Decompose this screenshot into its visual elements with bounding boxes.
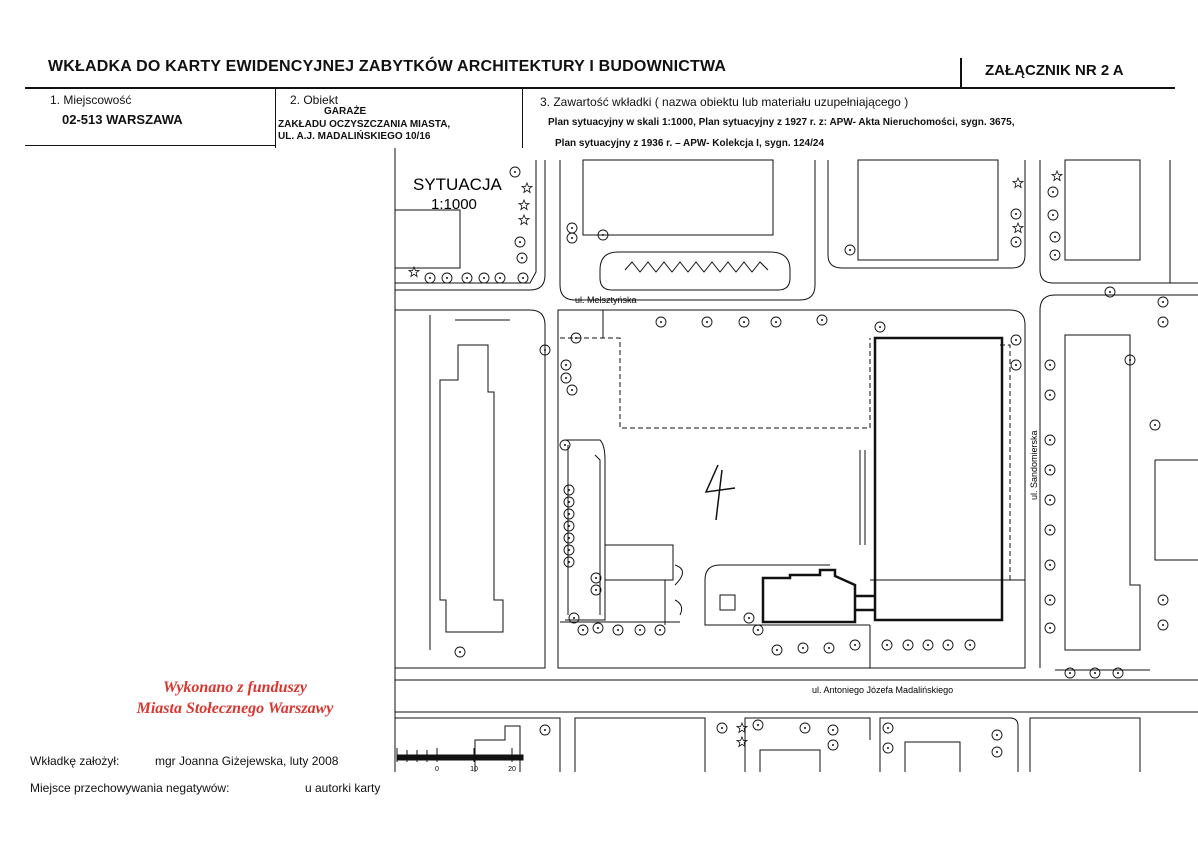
storage-value: u autorki karty — [305, 781, 381, 795]
map-scale: 1:1000 — [431, 196, 477, 213]
street-label-melsztynska: ul. Melsztyńska — [575, 295, 637, 305]
locality-label: 1. Miejscowość — [50, 93, 132, 107]
scale-bar-label-10: 10 — [470, 766, 478, 773]
annex-number: ZAŁĄCZNIK NR 2 A — [985, 62, 1124, 79]
content-line-1: Plan sytuacyjny w skali 1:1000, Plan syt… — [548, 117, 1015, 128]
header-rule — [25, 87, 1175, 89]
object-name: GARAŻE — [324, 106, 367, 117]
locality-value: 02-513 WARSZAWA — [62, 112, 183, 127]
parcel-number-mark — [704, 464, 736, 521]
object-owner: ZAKŁADU OCZYSZCZANIA MIASTA, — [278, 119, 451, 130]
author-label: Wkładkę założył: — [30, 754, 120, 768]
funding-line-1: Wykonano z funduszy — [162, 679, 308, 696]
content-label: 3. Zawartość wkładki ( nazwa obiektu lub… — [540, 95, 909, 109]
document-title: WKŁADKA DO KARTY EWIDENCYJNEJ ZABYTKÓW A… — [48, 58, 727, 75]
scale-bar-label-20: 20 — [508, 766, 516, 773]
street-label-sandomierska: ul. Sandomierska — [1029, 430, 1039, 500]
storage-label: Miejsce przechowywania negatywów: — [30, 781, 230, 795]
field-divider-2 — [522, 88, 523, 148]
object-label: 2. Obiekt — [290, 93, 339, 107]
author-value: mgr Joanna Giżejewska, luty 2008 — [155, 754, 339, 768]
scale-bar-label-0: 0 — [435, 766, 439, 773]
map-title: SYTUACJA — [413, 175, 502, 194]
scale-bar — [396, 748, 524, 762]
funding-line-2: Miasta Stołecznego Warszawy — [136, 700, 334, 717]
object-address: UL. A.J. MADALIŃSKIEGO 10/16 — [278, 131, 431, 142]
field-divider-1 — [275, 88, 276, 148]
header-separator — [960, 58, 962, 88]
street-label-madalinskiego: ul. Antoniego Józefa Madalińskiego — [812, 685, 953, 695]
fields-bottom-rule — [25, 145, 276, 146]
content-line-2: Plan sytuacyjny z 1936 r. – APW- Kolekcj… — [555, 138, 825, 149]
